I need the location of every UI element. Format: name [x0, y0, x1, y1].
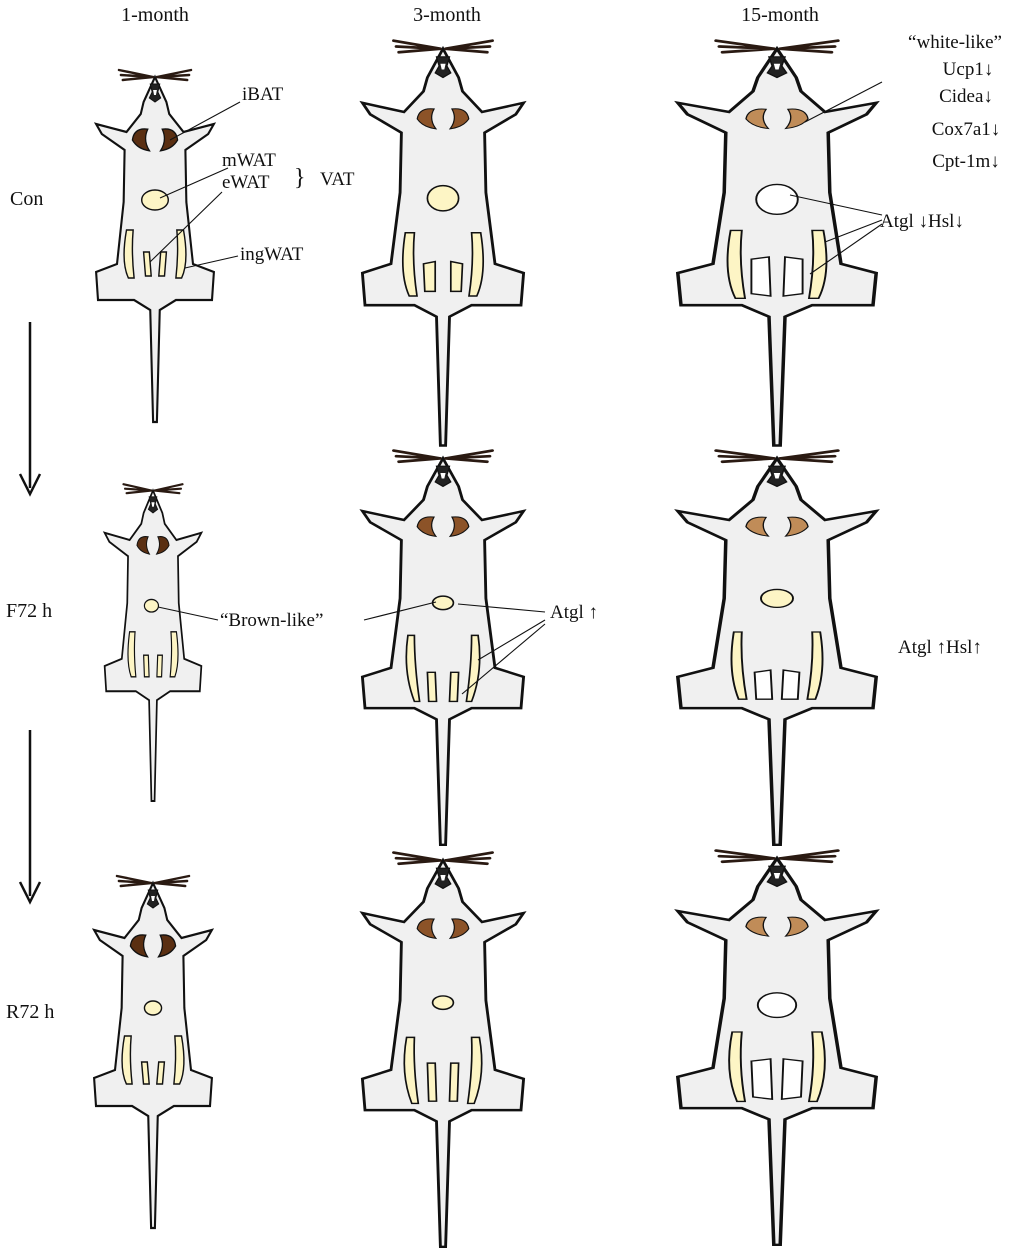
mouse-15-month-con [675, 38, 879, 448]
ewat-depot [780, 669, 801, 700]
mouse-15-month-f72h [675, 448, 879, 847]
timeline-arrow-1 [18, 322, 42, 497]
ingwat-depot [401, 232, 418, 297]
mwat-depot [755, 183, 799, 216]
label-vat: VAT [320, 169, 355, 190]
ingwat-depot [173, 1035, 185, 1085]
label-atgl-up: Atgl ↑ [550, 602, 598, 623]
ewat-depot [140, 1061, 150, 1085]
label-cpt1m: Cpt-1m↓ [932, 151, 1000, 172]
ewat-depot [426, 1062, 438, 1102]
mouse-1-month-f72h [103, 483, 203, 803]
mouse-3-month-r72h [360, 850, 526, 1249]
row-label-con: Con [10, 188, 43, 210]
ingwat-depot [405, 634, 421, 703]
mouse-15-month-r72h [675, 848, 879, 1247]
ingwat-depot [466, 1036, 483, 1105]
mwat-depot [760, 588, 794, 609]
ingwat-depot [123, 229, 135, 279]
label-brace: } [294, 165, 306, 191]
row-label-f72h: F72 h [6, 600, 52, 622]
ewat-depot [156, 1061, 166, 1085]
mwat-depot [143, 598, 160, 613]
mouse-3-month-f72h [360, 448, 526, 847]
label-ewat: eWAT [222, 172, 270, 193]
ewat-depot [448, 1062, 460, 1102]
mouse-3-month-con [360, 39, 526, 448]
label-atgl-hsl-down: Atgl ↓Hsl↓ [880, 211, 964, 232]
ewat-depot [449, 260, 464, 293]
label-mwat: mWAT [222, 150, 276, 171]
mwat-depot [140, 189, 170, 211]
ingwat-depot [169, 631, 179, 678]
timeline-arrow-2 [18, 730, 42, 905]
ewat-depot [422, 260, 437, 293]
label-ucp1: Ucp1↓ [943, 59, 994, 80]
label-cidea: Cidea↓ [939, 86, 993, 107]
ingwat-depot [728, 1031, 747, 1103]
label-brown-like: “Brown-like” [220, 610, 323, 631]
ingwat-depot [726, 229, 747, 299]
ingwat-depot [127, 631, 137, 678]
label-atgl-hsl-up: Atgl ↑Hsl↑ [898, 637, 982, 658]
row-label-r72h: R72 h [6, 1001, 54, 1023]
mwat-depot [431, 995, 455, 1011]
column-header-15-month: 15-month [741, 4, 819, 26]
ewat-depot [782, 256, 804, 297]
ingwat-depot [807, 1031, 826, 1103]
ewat-depot [158, 251, 168, 277]
ingwat-depot [403, 1036, 420, 1105]
ewat-depot [142, 251, 152, 277]
ingwat-depot [468, 232, 485, 297]
mouse-1-month-con [94, 68, 216, 424]
mouse-1-month-r72h [92, 874, 214, 1230]
column-header-1-month: 1-month [121, 4, 189, 26]
ingwat-depot [121, 1035, 133, 1085]
mwat-depot [431, 595, 455, 611]
ewat-depot [143, 654, 150, 678]
ewat-depot [156, 654, 163, 678]
column-header-3-month: 3-month [413, 4, 481, 26]
ewat-depot [750, 1058, 774, 1100]
label-ingwat: ingWAT [240, 244, 304, 265]
label-white-like: “white-like” [908, 32, 1002, 53]
ewat-depot [448, 671, 460, 703]
label-cox7a1: Cox7a1↓ [932, 119, 1001, 140]
ewat-depot [426, 671, 438, 703]
ewat-depot [753, 669, 774, 700]
mwat-depot [426, 184, 460, 212]
ingwat-depot [730, 631, 748, 700]
ewat-depot [750, 256, 772, 297]
ingwat-depot [807, 229, 828, 299]
mwat-depot [143, 1000, 163, 1016]
ingwat-depot [175, 229, 187, 279]
label-ibat: iBAT [242, 84, 284, 105]
ewat-depot [780, 1058, 804, 1100]
ingwat-depot [806, 631, 824, 700]
mwat-depot [756, 992, 798, 1019]
